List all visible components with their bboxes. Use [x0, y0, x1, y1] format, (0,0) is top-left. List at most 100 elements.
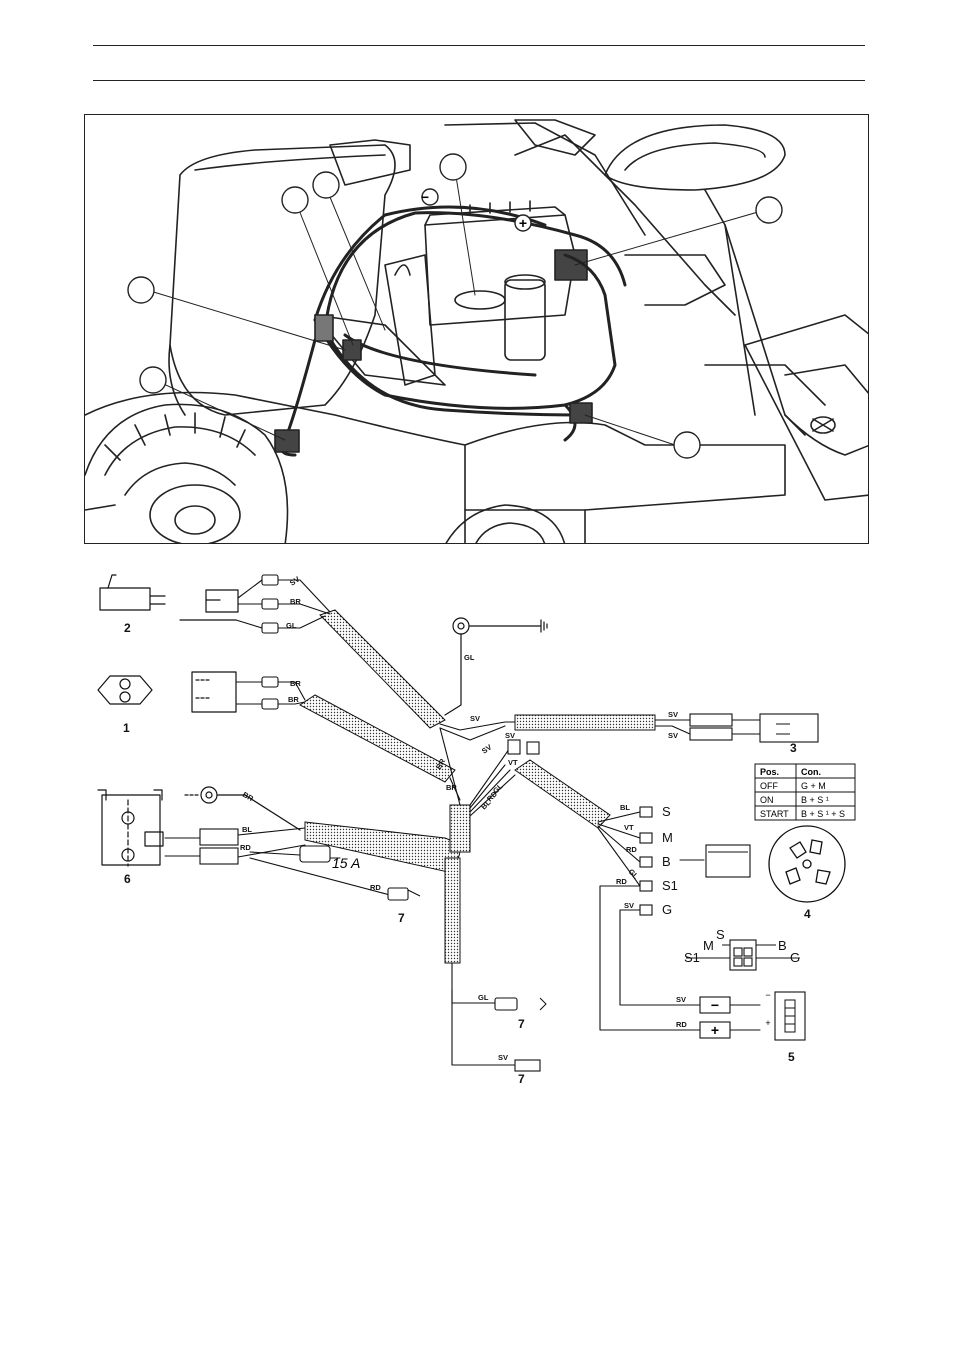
wire-label-sv-2: SV	[470, 714, 480, 723]
component-number-5: 5	[788, 1050, 795, 1064]
harness-sleeve-vert	[444, 857, 461, 964]
hex-sensor-drawing	[97, 671, 237, 713]
ignition-switch-block	[705, 844, 751, 878]
wire-label-rd-5: RD	[616, 877, 627, 886]
harness-sleeve-diag	[514, 759, 611, 829]
table-header-pos: Pos.	[760, 767, 779, 777]
battery-minus-terminal	[699, 996, 731, 1014]
battery-block-plus: +	[765, 1018, 770, 1028]
legend-s1: S1	[684, 950, 700, 965]
harness-sleeve-junction	[449, 804, 471, 853]
wire-label-sv-3: SV	[668, 710, 678, 719]
battery-block-minus: −	[765, 990, 770, 1000]
table-row-on-con: B + S ¹	[801, 795, 829, 805]
wire-label-br-3: BR	[288, 695, 299, 704]
wire-label-rd-6: RD	[676, 1020, 687, 1029]
comp3-connector	[759, 713, 819, 743]
callout-circle-a	[127, 276, 155, 304]
wire-label-br-2: BR	[290, 679, 301, 688]
seat-outline	[169, 144, 396, 416]
callout-circle-d	[312, 171, 340, 199]
relay-ring-terminal	[184, 786, 301, 831]
wire-label-sv-1: SV	[288, 575, 301, 588]
relay-drawing	[97, 789, 164, 867]
wire-label-br-1: BR	[290, 597, 301, 606]
wire-label-gl-5: GL	[478, 993, 489, 1002]
wire-label-sv-4: SV	[668, 731, 678, 740]
wire-label-vt-2: VT	[624, 823, 634, 832]
wire-label-sv-6: SV	[480, 743, 493, 756]
wire-label-sv-5: SV	[505, 731, 515, 740]
wire-label-sv-7: SV	[624, 901, 634, 910]
wire-label-sv-8: SV	[498, 1053, 508, 1062]
steering-wheel	[604, 124, 786, 191]
harness-sleeve-right	[514, 714, 656, 731]
wire-label-br-6: BR	[241, 790, 255, 804]
connector-left	[274, 429, 300, 453]
legend-g: G	[790, 950, 800, 965]
callout-circle-c	[281, 186, 309, 214]
connector-right	[569, 402, 593, 424]
callout-circle-b	[139, 366, 167, 394]
table-row-off-con: G + M	[801, 781, 826, 791]
table-header-con: Con.	[801, 767, 821, 777]
battery-outline	[424, 214, 576, 326]
legend-b: B	[778, 938, 787, 953]
legend-s: S	[716, 927, 725, 942]
top-rule	[93, 45, 865, 46]
battery-minus-sign: −	[711, 997, 719, 1013]
wire-label-rd-2: RD	[240, 843, 251, 852]
component-number-2: 2	[124, 621, 131, 635]
micro-switch-drawing	[99, 574, 239, 621]
table-row-off-pos: OFF	[760, 781, 778, 791]
wire-label-bl-2: BL	[242, 825, 252, 834]
component-number-7c: 7	[518, 1072, 525, 1086]
table-row-start-con: B + S ¹ + S	[801, 809, 845, 819]
photo-plus-sign: +	[519, 215, 527, 231]
wire-label-rd-3: RD	[370, 883, 381, 892]
ignition-switch-face	[768, 825, 846, 903]
component-number-1: 1	[123, 721, 130, 735]
ignition-terminal-s1: S1	[662, 878, 678, 893]
ignition-terminal-s: S	[662, 804, 671, 819]
wire-label-gl-2: GL	[464, 653, 475, 662]
ignition-terminal-m: M	[662, 830, 673, 845]
component-number-3: 3	[790, 741, 797, 755]
photo-minus-sign: −	[421, 189, 429, 205]
wire-label-bl-3: BL	[620, 803, 630, 812]
fender-outline	[85, 391, 466, 543]
rear-tire	[85, 403, 289, 543]
tractor-illustration: − +	[84, 114, 869, 544]
callout-circle-f	[755, 196, 783, 224]
battery-plus-sign: +	[711, 1022, 719, 1038]
ignition-terminal-g: G	[662, 902, 672, 917]
legend-m: M	[703, 938, 714, 953]
wiring-diagram: Pos. Con. OFF G + M ON B + S ¹ START B +…	[97, 574, 856, 1086]
component-number-7b: 7	[518, 1017, 525, 1031]
harness-sleeve-mid	[299, 694, 456, 783]
table-row-on-pos: ON	[760, 795, 774, 805]
fuse-label: 15 A	[332, 855, 360, 871]
component-number-7a: 7	[398, 911, 405, 925]
connector-mid	[342, 339, 362, 361]
wire-label-br-5: BR	[446, 783, 457, 792]
wire-label-sv-9: SV	[676, 995, 686, 1004]
callout-circle-g	[673, 431, 701, 459]
callout-circle-e	[439, 153, 467, 181]
tractor-drawing: − +	[85, 119, 868, 543]
wire-label-gl-1: GL	[286, 621, 297, 630]
relay-box	[554, 249, 588, 281]
fuse-holder	[299, 845, 331, 863]
position-table	[754, 763, 856, 821]
switch-legend-diagram	[686, 939, 800, 971]
table-row-start-pos: START	[760, 809, 789, 819]
wire-label-gl-4: GL	[627, 867, 641, 881]
starter-motor	[504, 279, 546, 361]
component-number-6: 6	[124, 872, 131, 886]
wire-label-rd-4: RD	[626, 845, 637, 854]
battery-plus-terminal	[699, 1021, 731, 1039]
ground-terminal	[444, 617, 548, 716]
ignition-terminal-b: B	[662, 854, 671, 869]
component-number-4: 4	[804, 907, 811, 921]
wire-label-vt-1: VT	[508, 758, 518, 767]
